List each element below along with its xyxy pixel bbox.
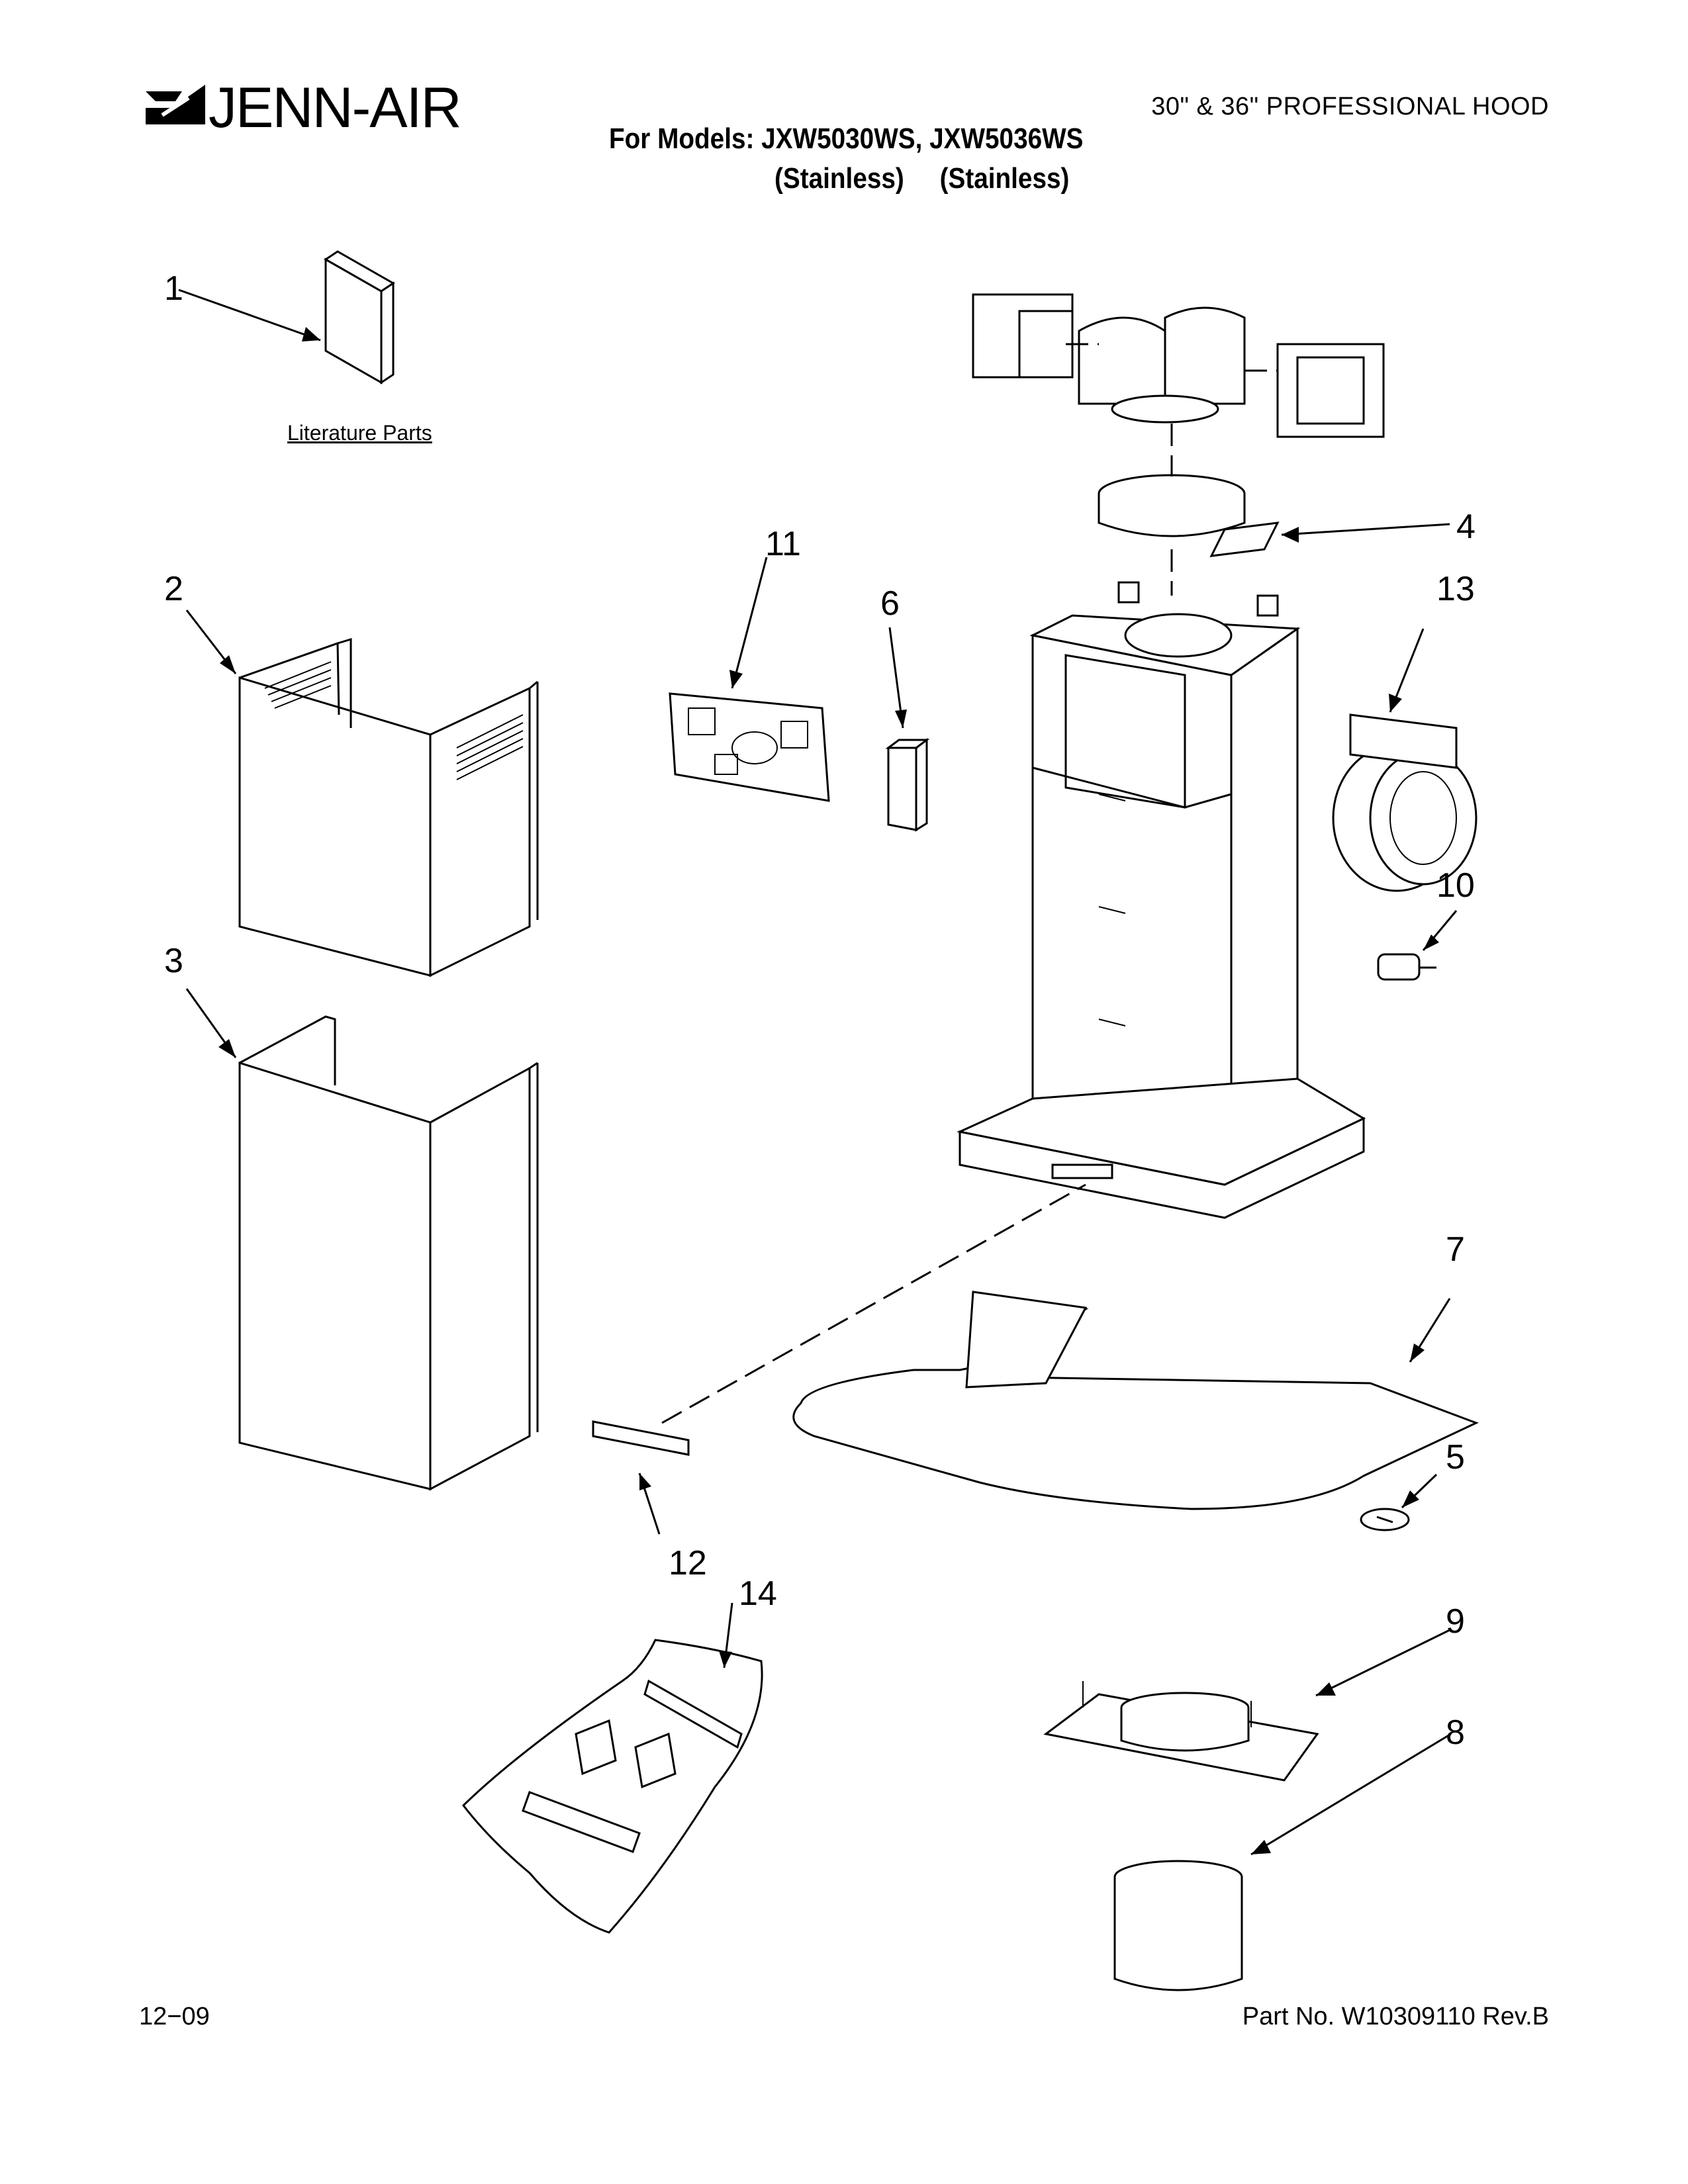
part-number: Part No. W10309110 Rev.B [1242,2003,1549,2030]
part-3-lower-chimney-cover [185,988,539,1491]
part-12-switch [592,1183,1086,1535]
part-9-mounting-plate [1043,1628,1452,1782]
part-14-hardware-kit [461,1602,763,1934]
finish-line: (Stainless) (Stainless) [774,162,1070,195]
callout-9: 9 [1446,1602,1465,1641]
callout-2: 2 [164,570,183,608]
callout-6: 6 [880,584,900,623]
callout-8: 8 [1446,1713,1465,1752]
part-10-capacitor [1377,910,1458,981]
callout-3: 3 [164,942,183,980]
callout-5: 5 [1446,1438,1465,1477]
callout-7: 7 [1446,1230,1465,1269]
part-5-knob [1360,1473,1438,1531]
part-4-damper-collar [1098,424,1450,596]
part-1-literature-booklet [178,250,395,385]
part-8-duct-extension [1113,1733,1452,1991]
callout-14: 14 [739,1574,777,1613]
part-6-control-module [885,627,930,832]
callout-12: 12 [669,1544,707,1582]
date-code: 12−09 [139,2003,210,2030]
callout-11: 11 [765,525,801,563]
callout-13: 13 [1436,570,1475,608]
callout-4: 4 [1456,508,1476,546]
brand-name: JENN-AIR [209,76,462,140]
callout-1: 1 [164,269,183,308]
part-13-blower-motor [1332,628,1477,892]
part-2-upper-chimney-cover [185,610,539,978]
models-line: For Models: JXW5030WS, JXW5036WS [609,122,1084,155]
ducting-assembly [972,293,1385,438]
jenn-air-logo: JENN-AIR [142,71,480,144]
part-11-control-board [669,557,830,802]
part-7-glass-canopy [792,1291,1479,1510]
literature-parts-label: Literature Parts [287,421,432,445]
jenn-air-logo-icon [146,85,205,124]
hood-main-body [957,581,1366,1219]
product-title: 30" & 36" PROFESSIONAL HOOD [1151,93,1549,120]
callout-10: 10 [1436,866,1475,905]
